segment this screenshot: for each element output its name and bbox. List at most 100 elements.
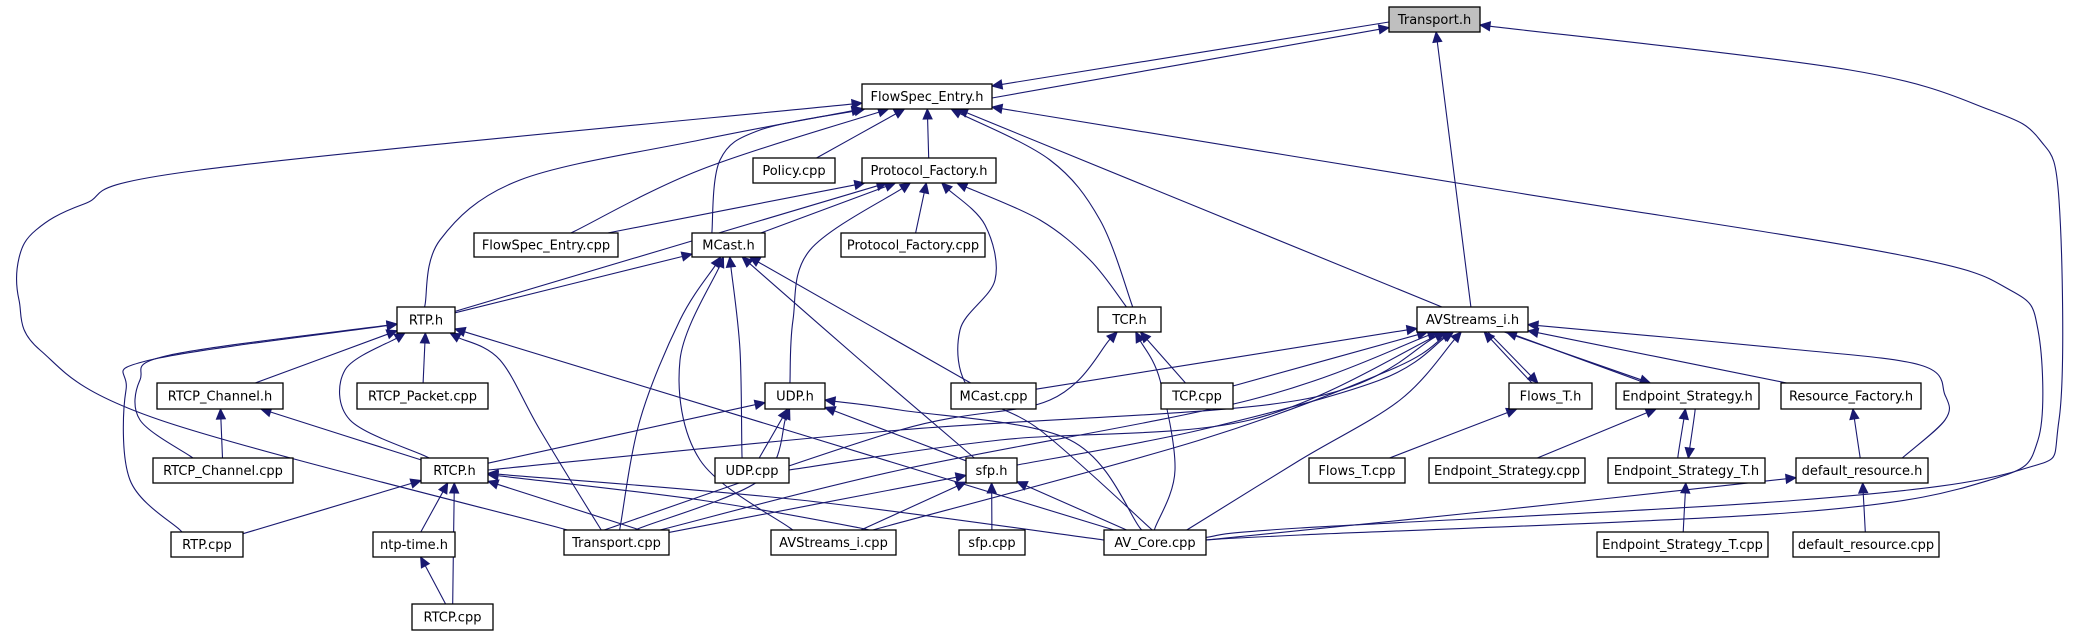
node-box[interactable]	[965, 457, 1018, 484]
node-endpoint-strategy-t-h[interactable]: Endpoint_Strategy_T.h	[1607, 457, 1766, 484]
arrowhead-icon	[741, 256, 754, 268]
node-box[interactable]	[752, 157, 836, 184]
edge-line	[1537, 332, 1787, 384]
node-flows-t-h[interactable]: Flows_T.h	[1508, 382, 1593, 410]
arrowhead-icon	[851, 98, 864, 110]
edge-line	[1146, 339, 1186, 384]
node-rtcp-channel-h[interactable]: RTCP_Channel.h	[156, 382, 284, 410]
node-box[interactable]	[1308, 457, 1406, 484]
node-label: RTP.h	[409, 314, 443, 329]
node-box[interactable]	[714, 457, 790, 484]
node-mcast-cpp[interactable]: MCast.cpp	[950, 382, 1037, 410]
node-transport-cpp[interactable]: Transport.cpp	[563, 529, 670, 556]
node-default-resource-h[interactable]: default_resource.h	[1795, 457, 1929, 484]
node-box[interactable]	[1388, 6, 1481, 33]
node-sfp-h[interactable]: sfp.h	[965, 457, 1018, 484]
edge-line	[834, 410, 967, 462]
node-tcp-h[interactable]: TCP.h	[1097, 306, 1162, 333]
arrowhead-icon	[1478, 21, 1492, 32]
node-box[interactable]	[563, 529, 670, 556]
arrowhead-icon	[955, 182, 969, 193]
node-tcp-cpp[interactable]: TCP.cpp	[1160, 382, 1234, 410]
node-box[interactable]	[950, 382, 1037, 410]
node-box[interactable]	[411, 603, 494, 631]
node-resource-factory-h[interactable]: Resource_Factory.h	[1780, 382, 1922, 410]
node-protocol-factory-h[interactable]: Protocol_Factory.h	[861, 157, 997, 184]
node-box[interactable]	[1607, 457, 1766, 484]
arrowhead-icon	[1105, 331, 1119, 344]
node-flowspec-entry-h[interactable]: FlowSpec_Entry.h	[861, 83, 993, 110]
node-avstreams-i-h[interactable]: AVStreams_i.h	[1416, 306, 1529, 333]
arrowhead-icon	[753, 399, 767, 410]
node-udp-cpp[interactable]: UDP.cpp	[714, 457, 790, 484]
node-avstreams-i-cpp[interactable]: AVStreams_i.cpp	[770, 529, 897, 556]
node-box[interactable]	[156, 382, 284, 410]
node-udp-h[interactable]: UDP.h	[764, 382, 826, 410]
node-box[interactable]	[1097, 306, 1162, 333]
arrowhead-icon	[1377, 24, 1391, 35]
node-sfp-cpp[interactable]: sfp.cpp	[958, 529, 1026, 556]
node-box[interactable]	[1508, 382, 1593, 410]
node-box[interactable]	[1428, 457, 1586, 484]
node-flows-t-cpp[interactable]: Flows_T.cpp	[1308, 457, 1406, 484]
node-box[interactable]	[764, 382, 826, 410]
node-mcast-h[interactable]: MCast.h	[691, 232, 766, 258]
node-default-resource-cpp[interactable]: default_resource.cpp	[1792, 531, 1940, 558]
node-flowspec-entry-cpp[interactable]: FlowSpec_Entry.cpp	[473, 232, 619, 258]
edge-sfp-h-to-mcast-h	[741, 256, 982, 465]
node-rtcp-packet-cpp[interactable]: RTCP_Packet.cpp	[356, 382, 489, 410]
node-ntp-time-h[interactable]: ntp-time.h	[372, 531, 456, 558]
node-box[interactable]	[958, 529, 1026, 556]
edge-line	[1035, 329, 1408, 390]
node-box[interactable]	[356, 382, 489, 410]
node-rtp-cpp[interactable]: RTP.cpp	[170, 531, 244, 558]
node-box[interactable]	[372, 531, 456, 558]
node-box[interactable]	[1792, 531, 1940, 558]
node-endpoint-strategy-h[interactable]: Endpoint_Strategy.h	[1615, 382, 1760, 410]
arrowhead-icon	[823, 396, 837, 407]
node-box[interactable]	[396, 306, 456, 334]
node-box[interactable]	[473, 232, 619, 258]
node-box[interactable]	[420, 457, 489, 484]
node-rtcp-channel-cpp[interactable]: RTCP_Channel.cpp	[152, 457, 294, 484]
node-protocol-factory-cpp[interactable]: Protocol_Factory.cpp	[840, 232, 986, 258]
arrowhead-icon	[680, 251, 694, 262]
node-box[interactable]	[170, 531, 244, 558]
edge-line	[772, 335, 1436, 473]
edge-flowspec-entry-h-to-transport-h	[962, 24, 1391, 104]
edge-flows-t-cpp-to-flows-t-h	[1389, 407, 1518, 459]
node-endpoint-strategy-cpp[interactable]: Endpoint_Strategy.cpp	[1428, 457, 1586, 484]
arrowhead-icon	[714, 255, 725, 269]
node-box[interactable]	[1160, 382, 1234, 410]
node-label: AV_Core.cpp	[1114, 536, 1195, 551]
node-box[interactable]	[770, 529, 897, 556]
node-endpoint-strategy-t-cpp[interactable]: Endpoint_Strategy_T.cpp	[1596, 531, 1769, 558]
node-av-core-cpp[interactable]: AV_Core.cpp	[1103, 529, 1207, 556]
edge-line	[422, 342, 426, 384]
edge-udp-h-to-protocol-factory-h	[789, 182, 912, 387]
node-box[interactable]	[840, 232, 986, 258]
node-box[interactable]	[1596, 531, 1769, 558]
node-box[interactable]	[1795, 457, 1929, 484]
node-box[interactable]	[1615, 382, 1760, 410]
edge-line	[749, 263, 982, 465]
edge-default-resource-cpp-to-default-resource-h	[1857, 481, 1869, 533]
node-rtcp-h[interactable]: RTCP.h	[420, 457, 489, 484]
node-box[interactable]	[691, 232, 766, 258]
node-box[interactable]	[1103, 529, 1207, 556]
node-box[interactable]	[152, 457, 294, 484]
node-box[interactable]	[861, 157, 997, 184]
edge-line	[242, 482, 412, 535]
edge-line	[927, 118, 930, 159]
node-rtcp-cpp[interactable]: RTCP.cpp	[411, 603, 494, 631]
edge-av-core-cpp-to-flowspec-entry-h	[990, 103, 2044, 541]
node-transport-h[interactable]: Transport.h	[1388, 6, 1481, 33]
node-box[interactable]	[861, 83, 993, 110]
node-rtp-h[interactable]: RTP.h	[396, 306, 456, 334]
node-box[interactable]	[1780, 382, 1922, 410]
node-policy-cpp[interactable]: Policy.cpp	[752, 157, 836, 184]
edge-default-resource-h-to-resource-factory-h	[1849, 407, 1861, 459]
node-box[interactable]	[1416, 306, 1529, 333]
